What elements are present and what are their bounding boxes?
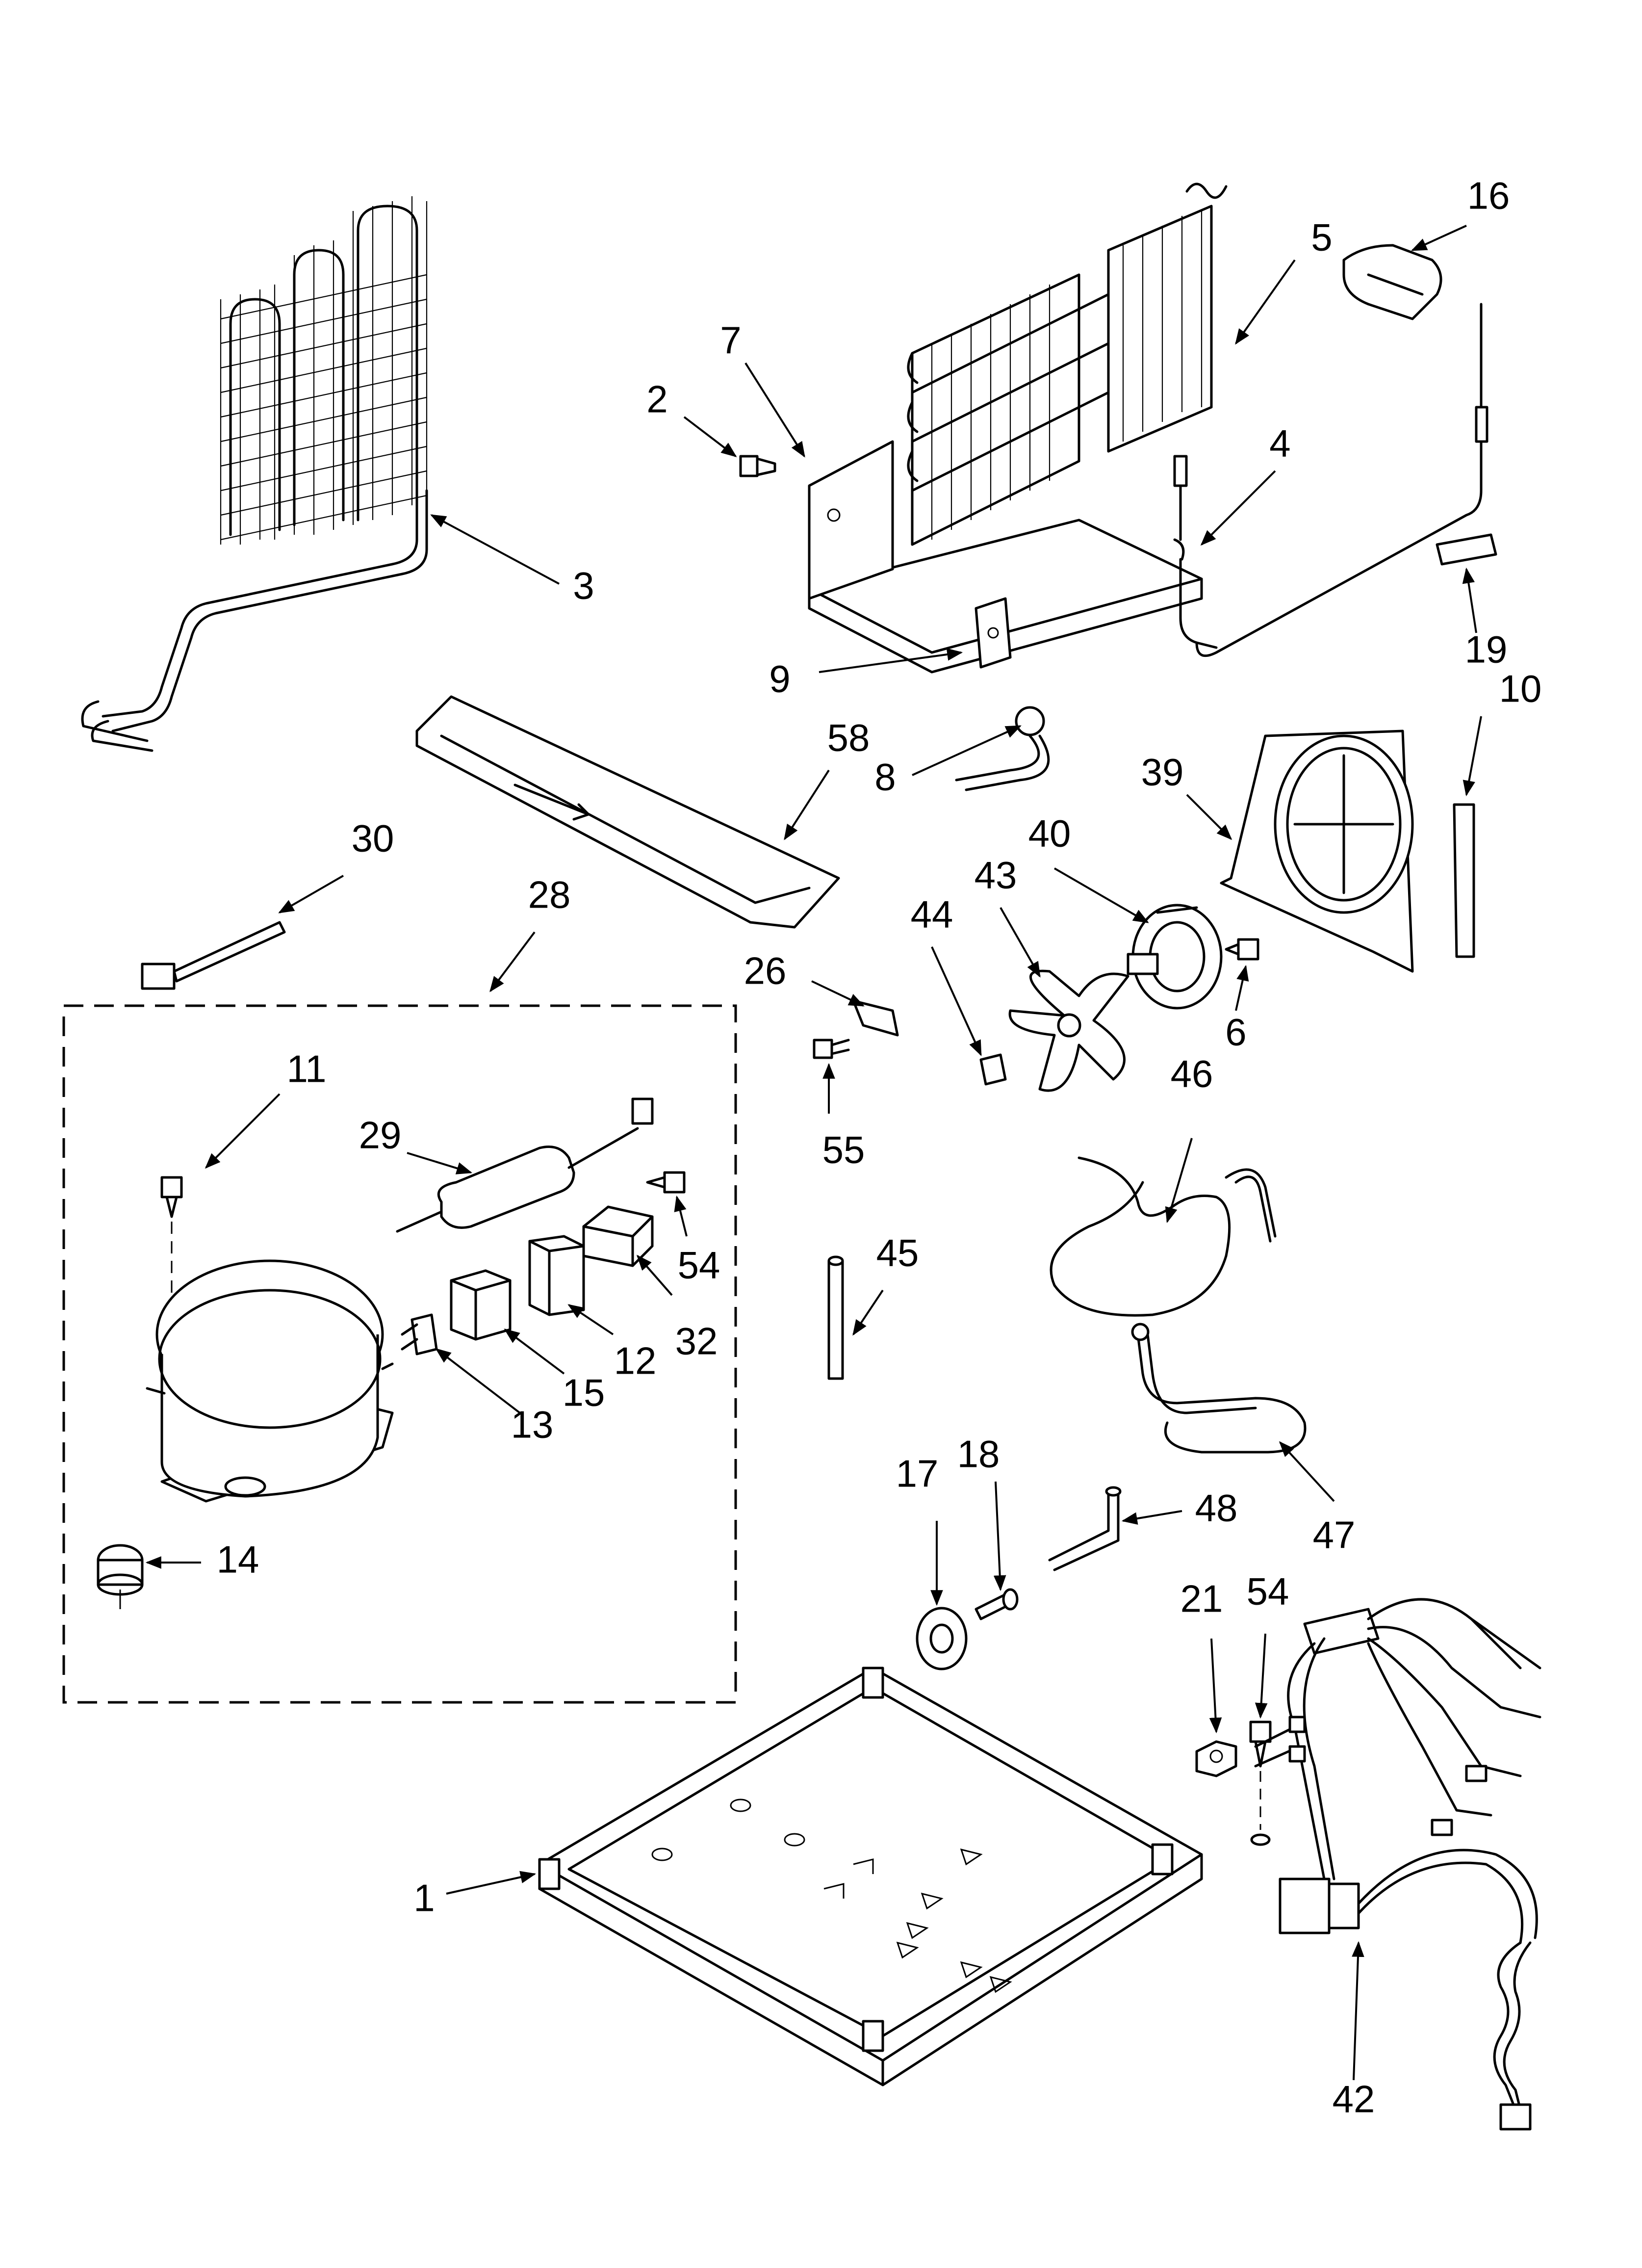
callout-8: 8 xyxy=(874,756,896,799)
fan-motor-part-40 xyxy=(1127,904,1223,1010)
callout-44: 44 xyxy=(911,893,953,936)
drier-part-29 xyxy=(396,1097,654,1233)
screw-part-2 xyxy=(739,455,776,477)
cable-tie-part-30 xyxy=(141,921,286,990)
callout-43: 43 xyxy=(975,854,1017,897)
callout-5: 5 xyxy=(1311,216,1332,259)
screw-part-54-a xyxy=(646,1171,686,1194)
overload-part-32 xyxy=(582,1205,654,1267)
callout-12: 12 xyxy=(614,1339,657,1382)
callout-11: 11 xyxy=(287,1047,327,1091)
tube-part-48 xyxy=(1048,1486,1122,1571)
callout-1: 1 xyxy=(413,1877,435,1920)
clip-part-9 xyxy=(975,597,1012,669)
tube-part-46 xyxy=(1050,1156,1277,1317)
screw-part-6 xyxy=(1225,938,1259,961)
callout-18: 18 xyxy=(957,1433,1000,1476)
callout-7: 7 xyxy=(720,319,741,362)
strip-part-10 xyxy=(1453,803,1475,958)
bracket-part-26 xyxy=(852,999,899,1037)
wire-harness-part-42 xyxy=(1254,1598,1541,2131)
callout-16: 16 xyxy=(1467,174,1510,217)
callout-14: 14 xyxy=(217,1538,259,1581)
callout-13: 13 xyxy=(511,1403,554,1446)
condenser-coil xyxy=(81,196,428,752)
callout-39: 39 xyxy=(1141,751,1184,794)
callout-2: 2 xyxy=(646,378,667,421)
callout-54a: 54 xyxy=(678,1244,720,1287)
callout-45: 45 xyxy=(876,1231,919,1275)
callout-40: 40 xyxy=(1028,812,1071,855)
callout-19: 19 xyxy=(1465,628,1508,671)
leader-lines xyxy=(145,225,1482,2081)
callout-29: 29 xyxy=(359,1114,402,1157)
callout-28: 28 xyxy=(528,873,571,916)
callout-10: 10 xyxy=(1499,667,1542,710)
callout-9: 9 xyxy=(769,657,790,701)
callout-54b: 54 xyxy=(1247,1570,1289,1613)
callout-30: 30 xyxy=(352,817,394,860)
callout-labels: 1 2 3 4 5 6 7 8 9 10 11 12 13 14 15 16 1… xyxy=(217,174,1542,2121)
callout-58: 58 xyxy=(827,716,870,759)
nut-part-21 xyxy=(1195,1740,1237,1777)
tube-part-47 xyxy=(1131,1323,1307,1454)
callout-3: 3 xyxy=(573,564,594,607)
grommet-part-14 xyxy=(97,1544,144,1609)
callout-47: 47 xyxy=(1313,1513,1356,1557)
base-tray-part-1 xyxy=(538,1667,1203,2086)
callout-15: 15 xyxy=(563,1371,605,1414)
compressor-kit-boundary xyxy=(62,1004,737,1704)
callout-17: 17 xyxy=(896,1452,939,1495)
callout-46: 46 xyxy=(1171,1052,1213,1095)
drain-pan-part-58 xyxy=(415,695,840,929)
cover-part-16 xyxy=(1342,244,1442,320)
roller-part-17 xyxy=(916,1607,968,1670)
callout-26: 26 xyxy=(744,949,787,992)
screw-part-55 xyxy=(813,1039,850,1059)
relay-part-15 xyxy=(450,1269,512,1341)
axle-part-18 xyxy=(975,1588,1019,1620)
callout-32: 32 xyxy=(675,1320,718,1363)
fan-shroud-part-39 xyxy=(1220,730,1414,973)
pin-part-45 xyxy=(827,1255,844,1380)
callout-48: 48 xyxy=(1195,1486,1238,1530)
evaporator-assembly xyxy=(808,182,1228,674)
callout-42: 42 xyxy=(1333,2078,1375,2121)
callout-6: 6 xyxy=(1225,1011,1246,1054)
sensor-part-8 xyxy=(955,706,1050,791)
screw-part-54-b xyxy=(1249,1721,1272,1846)
callout-4: 4 xyxy=(1269,422,1290,465)
clip-part-44 xyxy=(979,1053,1007,1086)
terminal-part-13 xyxy=(401,1313,438,1356)
callout-21: 21 xyxy=(1180,1577,1223,1620)
fan-blade-part-43 xyxy=(1008,969,1129,1092)
clip-part-19 xyxy=(1436,533,1497,566)
relay-part-12 xyxy=(528,1235,585,1316)
compressor xyxy=(146,1259,394,1503)
defrost-wire-part-4 xyxy=(1173,455,1218,649)
sensor-tube xyxy=(1195,303,1488,657)
callout-55: 55 xyxy=(822,1128,865,1172)
screw-part-11 xyxy=(160,1176,183,1295)
